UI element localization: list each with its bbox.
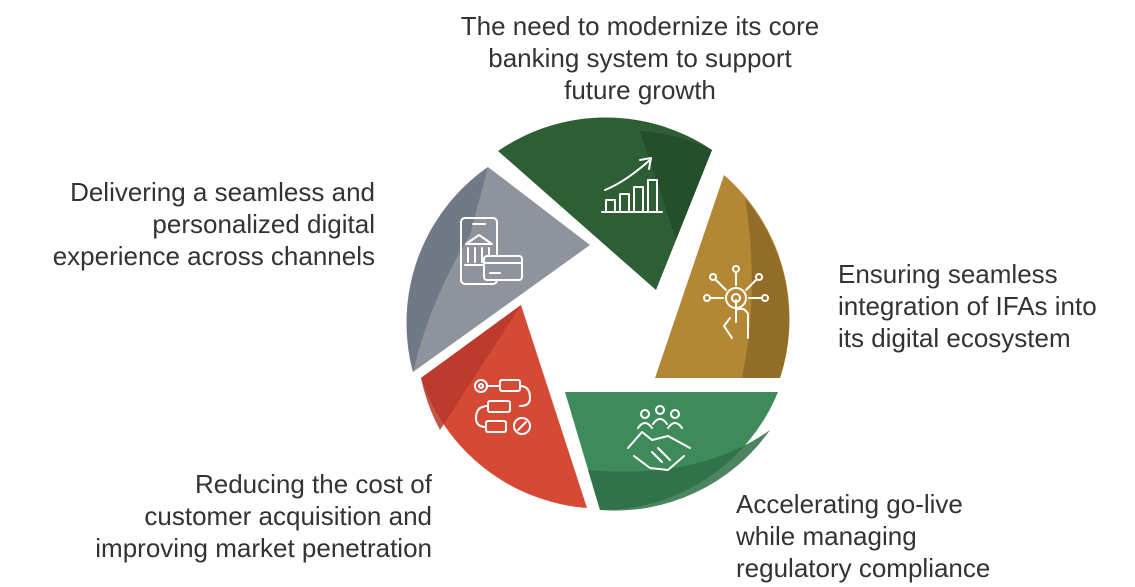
label-experience-line-1: Delivering a seamless and: [70, 177, 375, 207]
label-integration: Ensuring seamless integration of IFAs in…: [838, 258, 1128, 354]
segment-modernize: [498, 117, 712, 290]
label-modernize: The need to modernize its core banking s…: [420, 10, 860, 106]
label-modernize-line-1: The need to modernize its core: [460, 11, 820, 41]
label-experience-line-2: personalized digital: [152, 209, 375, 239]
segment-modernize-shade: [640, 131, 712, 240]
label-modernize-line-2: banking system to support: [488, 43, 792, 73]
label-experience-line-3: experience across channels: [52, 241, 375, 271]
label-modernize-line-3: future growth: [564, 75, 716, 105]
segment-experience: [406, 167, 590, 372]
segment-cost-shade: [421, 305, 521, 430]
handshake-team-icon: [627, 405, 691, 471]
label-go-live-line-1: Accelerating go-live: [736, 489, 963, 519]
label-go-live-line-3: regulatory compliance: [736, 553, 991, 583]
label-go-live: Accelerating go-live while managing regu…: [736, 488, 1036, 584]
label-cost-line-2: customer acquisition and: [144, 501, 432, 531]
label-integration-line-3: its digital ecosystem: [838, 323, 1071, 353]
label-integration-line-2: integration of IFAs into: [838, 291, 1097, 321]
label-integration-line-1: Ensuring seamless: [838, 259, 1058, 289]
workflow-process-icon: [474, 379, 532, 435]
segment-go-live-shade: [588, 430, 770, 511]
segment-integration: [655, 175, 790, 378]
segment-integration-shade: [742, 198, 790, 378]
segment-go-live: [565, 392, 778, 511]
touch-network-icon: [703, 265, 769, 339]
growth-chart-icon: [601, 157, 663, 213]
segment-cost: [421, 305, 587, 508]
label-cost-line-3: improving market penetration: [95, 533, 432, 563]
label-cost-line-1: Reducing the cost of: [194, 469, 432, 499]
label-go-live-line-2: while managing: [736, 521, 917, 551]
label-cost: Reducing the cost of customer acquisitio…: [40, 468, 432, 564]
label-experience: Delivering a seamless and personalized d…: [10, 176, 375, 272]
mobile-banking-icon: [460, 217, 523, 285]
